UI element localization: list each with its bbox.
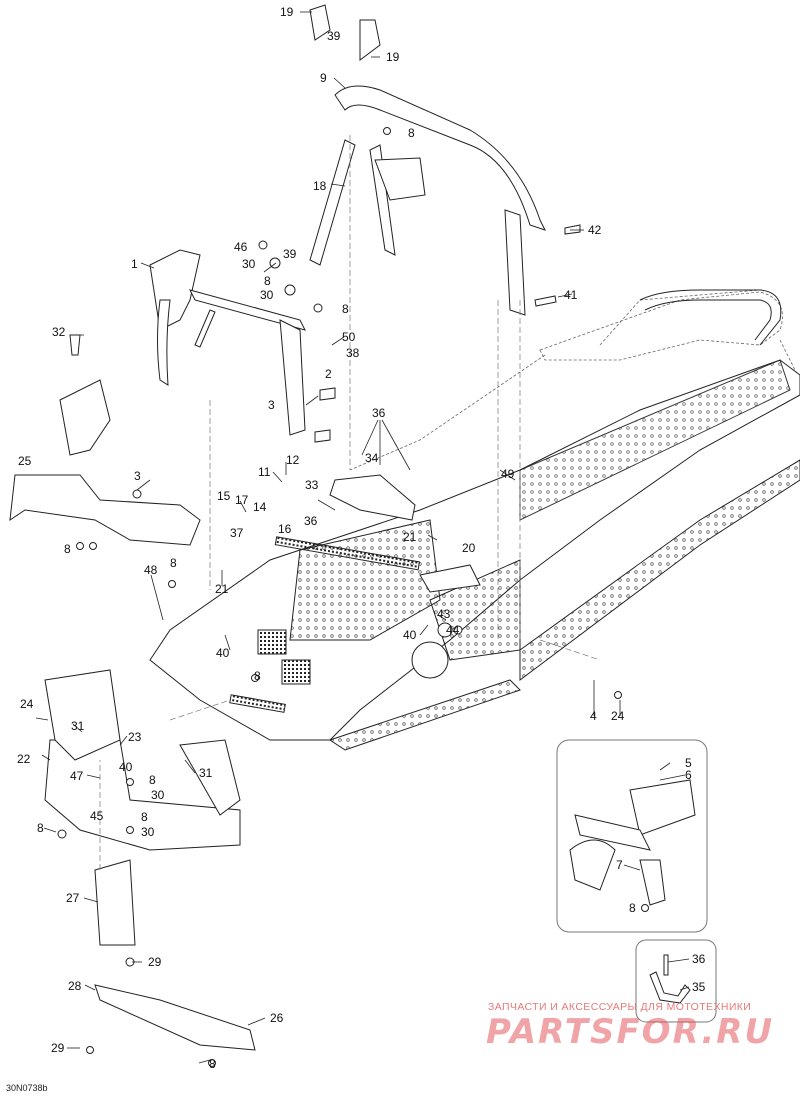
callout-29: 29 — [51, 1041, 65, 1055]
callout-29: 29 — [148, 955, 162, 969]
callout-8: 8 — [264, 274, 271, 288]
callout-39: 39 — [283, 247, 297, 261]
callout-15: 15 — [217, 489, 231, 503]
callout-17: 17 — [235, 493, 249, 507]
callout-25: 25 — [18, 454, 32, 468]
callout-5: 5 — [685, 756, 692, 770]
callout-40: 40 — [216, 646, 230, 660]
callout-48: 48 — [144, 563, 158, 577]
clip-part — [649, 954, 691, 1004]
callout-40: 40 — [403, 628, 417, 642]
callout-47: 47 — [70, 769, 84, 783]
callout-14: 14 — [253, 500, 267, 514]
callout-18: 18 — [313, 179, 327, 193]
callout-33: 33 — [305, 478, 319, 492]
callout-31: 31 — [71, 719, 85, 733]
callout-1: 1 — [131, 257, 138, 271]
callout-8: 8 — [64, 542, 71, 556]
diagram-code: 30N0738b — [6, 1083, 48, 1093]
callout-30: 30 — [260, 288, 274, 302]
callout-8: 8 — [170, 556, 177, 570]
callout-20: 20 — [462, 541, 476, 555]
callout-39: 39 — [327, 29, 341, 43]
steering-support — [309, 4, 546, 316]
callout-41: 41 — [564, 288, 578, 302]
callout-11: 11 — [258, 465, 271, 479]
callout-42: 42 — [588, 223, 602, 237]
callout-8: 8 — [209, 1057, 216, 1071]
callout-38: 38 — [346, 346, 360, 360]
watermark-caption: ЗАПЧАСТИ И АКСЕССУАРЫ ДЛЯ МОТОТЕХНИКИ — [488, 1001, 752, 1013]
callout-19: 19 — [280, 5, 294, 19]
callout-30: 30 — [242, 257, 256, 271]
guide-lines — [99, 135, 601, 870]
callout-8: 8 — [629, 901, 636, 915]
callout-24: 24 — [611, 709, 625, 723]
callout-21: 21 — [403, 530, 417, 544]
callout-2: 2 — [325, 367, 332, 381]
callout-8: 8 — [254, 669, 261, 683]
callout-27: 27 — [66, 891, 80, 905]
callout-31: 31 — [199, 766, 213, 780]
callout-8: 8 — [37, 821, 44, 835]
callout-8: 8 — [141, 810, 148, 824]
bracket-33 — [329, 474, 416, 521]
callout-7: 7 — [616, 858, 623, 872]
callout-3: 3 — [268, 398, 275, 412]
bracket-27 — [94, 859, 136, 946]
callout-30: 30 — [141, 825, 155, 839]
callout-16: 16 — [278, 522, 292, 536]
callout-30: 30 — [151, 788, 165, 802]
callout-36: 36 — [692, 952, 706, 966]
callout-49: 49 — [501, 467, 515, 481]
callout-6: 6 — [685, 768, 692, 782]
callout-36: 36 — [304, 514, 318, 528]
chassis-tunnel — [149, 359, 800, 751]
callout-32: 32 — [52, 325, 66, 339]
rail-28 — [94, 984, 256, 1051]
watermark-brand: PARTSFOR.RU — [486, 1012, 775, 1052]
callout-23: 23 — [128, 730, 142, 744]
callout-35: 35 — [692, 980, 706, 994]
front-bracket-22 — [44, 669, 241, 851]
callout-34: 34 — [365, 451, 379, 465]
callout-43: 43 — [437, 607, 451, 621]
rear-bumper — [639, 289, 782, 346]
callout-45: 45 — [90, 809, 104, 823]
callout-50: 50 — [342, 330, 356, 344]
callout-8: 8 — [149, 773, 156, 787]
callout-12: 12 — [286, 453, 300, 467]
callout-26: 26 — [270, 1011, 284, 1025]
footrest-part — [569, 779, 696, 906]
callout-36: 36 — [372, 406, 386, 420]
callout-22: 22 — [17, 752, 31, 766]
callout-44: 44 — [446, 623, 460, 637]
callout-37: 37 — [230, 526, 244, 540]
front-column — [149, 249, 306, 436]
callout-8: 8 — [408, 126, 415, 140]
bracket-25 — [9, 379, 201, 546]
inset-clip — [635, 939, 717, 1023]
callout-8: 8 — [342, 302, 349, 316]
leader-lines — [35, 11, 690, 1064]
callout-9: 9 — [320, 71, 327, 85]
callout-21: 21 — [215, 582, 229, 596]
callout-3: 3 — [134, 469, 141, 483]
callout-40: 40 — [119, 760, 133, 774]
callout-24: 24 — [20, 697, 34, 711]
callout-28: 28 — [68, 979, 82, 993]
callout-19: 19 — [386, 50, 400, 64]
callout-4: 4 — [590, 709, 597, 723]
callout-46: 46 — [234, 240, 248, 254]
